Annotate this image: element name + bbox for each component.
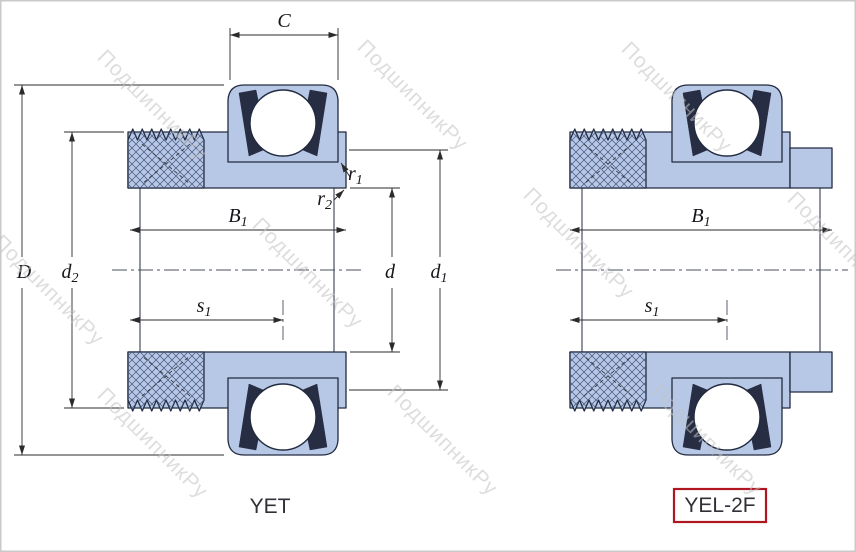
bearing-right-top-half: [569, 84, 833, 189]
ball: [249, 89, 317, 157]
set-screw-mark: [583, 143, 633, 185]
dim-label-s1: s1: [197, 295, 212, 320]
dimensions-right: B1 s1: [570, 205, 832, 323]
dimensions-left: C D d2 B1 s1 r1 r2 d d1: [14, 10, 448, 456]
dim-label-B1: B1: [691, 205, 710, 230]
bearing-left: [127, 84, 347, 456]
dim-label-d: d: [385, 261, 396, 283]
watermark-text: ПодшипникРу: [248, 213, 368, 333]
watermark-text: ПодшипникРу: [0, 230, 109, 350]
designation-right: YEL-2F: [684, 494, 755, 517]
center-lines: [112, 269, 848, 340]
dim-label-r1: r1: [348, 163, 363, 188]
ext-line-C: [229, 28, 339, 80]
designation-left: YET: [250, 495, 291, 518]
highlight-box: [672, 487, 768, 524]
collar-hatch-fill: [570, 129, 646, 188]
dim-label-d1: d1: [431, 261, 448, 286]
ext-line-d1: [349, 149, 448, 391]
bearing-right: [569, 84, 833, 456]
leader-r1: [340, 162, 351, 178]
set-screw-mark: [141, 143, 191, 185]
dim-label-r2: r2: [317, 188, 332, 213]
ball: [693, 89, 761, 157]
collar-hatch-fill: [128, 129, 204, 188]
dim-label-C: C: [277, 10, 291, 32]
dim-label-d2: d2: [62, 261, 79, 286]
ext-line-D: [14, 84, 224, 456]
inner-ring-extension: [789, 147, 833, 189]
designations: YET YEL-2F: [250, 487, 768, 524]
dim-label-D: D: [16, 261, 32, 283]
leader-r2: [333, 189, 345, 201]
watermark-text: ПодшипникРу: [383, 380, 503, 500]
watermark-text: ПодшипникРу: [353, 35, 473, 155]
dim-label-s1: s1: [645, 295, 660, 320]
bearing-left-top-half: [127, 84, 347, 189]
dim-label-B1: B1: [228, 205, 247, 230]
watermark-text: ПодшипникРу: [783, 187, 856, 307]
watermark-text: ПодшипникРу: [519, 183, 639, 303]
